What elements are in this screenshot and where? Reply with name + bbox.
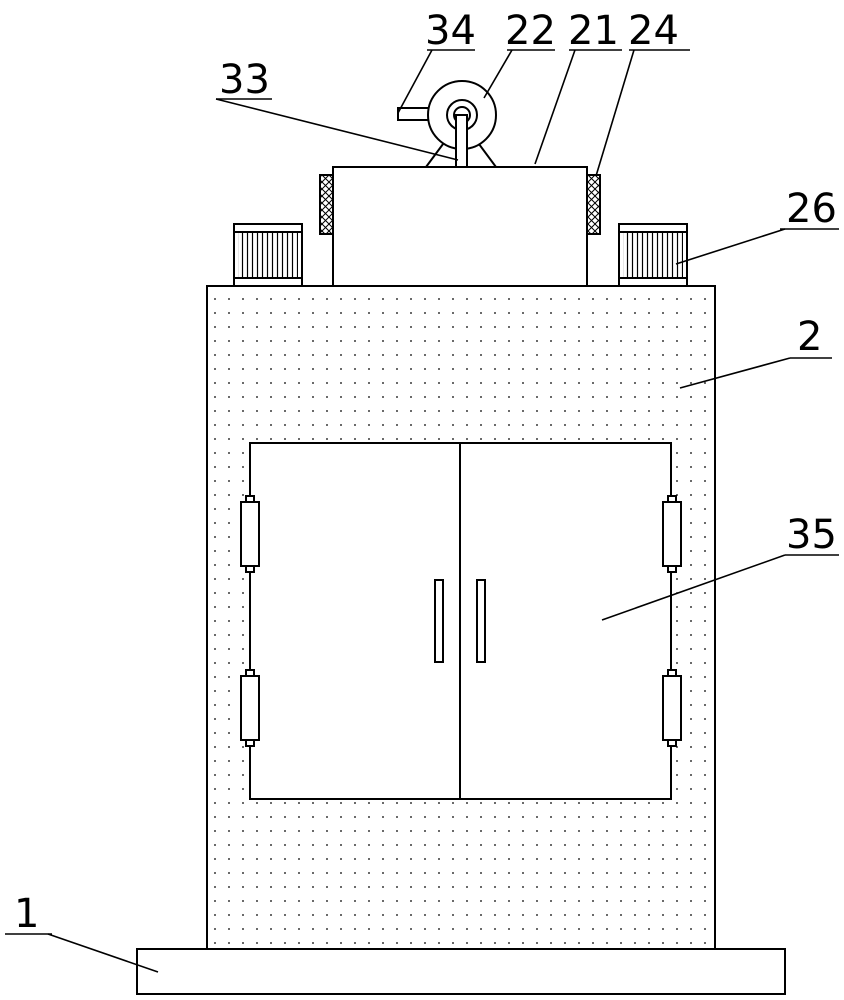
right-hinges — [662, 495, 682, 747]
pump-shaft — [455, 114, 468, 168]
label-33: 33 — [219, 57, 270, 103]
label-24: 24 — [628, 8, 679, 54]
pump-assembly — [397, 80, 498, 168]
label-2: 2 — [797, 314, 822, 360]
label-21: 21 — [568, 8, 619, 54]
right-side-pad — [586, 174, 601, 235]
label-1: 1 — [14, 891, 39, 937]
label-34: 34 — [425, 8, 476, 54]
cabinet-doors — [249, 442, 672, 800]
base-plate — [136, 948, 786, 995]
right-top-unit — [618, 223, 688, 287]
part-labels: 34 22 21 24 33 26 2 35 1 — [14, 8, 837, 937]
left-top-unit — [233, 223, 303, 287]
label-22: 22 — [505, 8, 556, 54]
left-door-handle — [434, 579, 444, 663]
top-box — [332, 166, 588, 287]
leader-lines — [5, 49, 839, 973]
left-side-pad — [319, 174, 334, 235]
right-door-handle — [476, 579, 486, 663]
label-26: 26 — [786, 186, 837, 232]
label-35: 35 — [786, 512, 837, 558]
left-hinges — [240, 495, 260, 747]
outlet-pipe — [397, 107, 432, 121]
